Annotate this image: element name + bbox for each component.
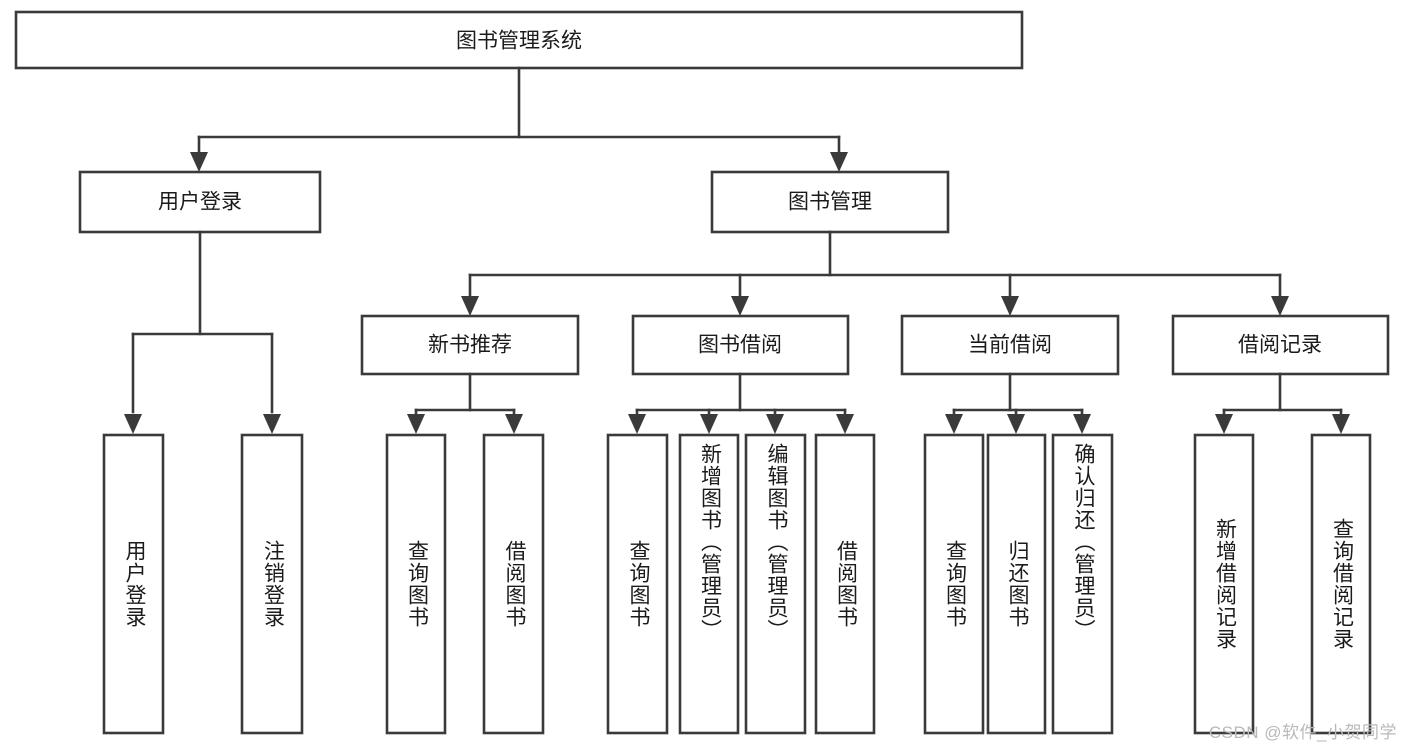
leaf-box-logout-login[interactable]: [240, 433, 304, 735]
node-book-borrow[interactable]: 图书借阅: [631, 314, 850, 376]
csdn-watermark: CSDN @软件_小贺同学: [1208, 723, 1397, 742]
node-user-login[interactable]: 用户登录: [78, 170, 322, 234]
arrow-to-leaf-add-record: [1215, 414, 1233, 434]
leaf-box-return-book[interactable]: [986, 433, 1047, 735]
leaf-box-borrow-book-rec[interactable]: [482, 433, 545, 735]
node-root[interactable]: 图书管理系统: [14, 10, 1024, 70]
root-box: [14, 10, 1024, 70]
book-borrow-label: 图书借阅: [698, 334, 782, 357]
arrow-to-leaf-user-login: [124, 414, 142, 434]
arrow-to-leaf-borrow-book-rec: [505, 414, 523, 434]
arrow-to-new-book-rec: [461, 296, 479, 316]
user-login-label: 用户登录: [158, 191, 242, 214]
root-label: 图书管理系统: [456, 30, 582, 53]
connector-book-manage-to-level3: [461, 230, 1289, 316]
node-book-manage[interactable]: 图书管理: [710, 170, 950, 234]
node-current-borrow[interactable]: 当前借阅: [900, 314, 1120, 376]
leaf-box-query-book-current[interactable]: [923, 433, 985, 735]
arrow-to-leaf-query-book-rec: [407, 414, 425, 434]
connector-user-login-to-leaves: [124, 230, 281, 434]
connector-new-book-rec-to-leaves: [407, 372, 523, 434]
connector-borrow-record-to-leaves: [1215, 372, 1350, 434]
current-borrow-label: 当前借阅: [968, 334, 1052, 357]
arrow-to-leaf-confirm-return: [1073, 414, 1091, 434]
arrow-to-leaf-add-book: [700, 414, 718, 434]
arrow-to-leaf-edit-book: [766, 414, 784, 434]
arrow-to-user-login: [190, 152, 208, 172]
leaf-boxes-group: [102, 433, 1372, 735]
leaf-box-query-book-rec[interactable]: [385, 433, 447, 735]
current-borrow-box: [900, 314, 1120, 376]
connector-book-borrow-to-leaves: [628, 372, 854, 434]
leaf-box-borrow-book[interactable]: [814, 433, 876, 735]
arrow-to-current-borrow: [1001, 296, 1019, 316]
leaf-box-add-record[interactable]: [1193, 433, 1255, 735]
leaf-box-query-book-borrow[interactable]: [606, 433, 669, 735]
new-book-rec-box: [360, 314, 580, 376]
arrow-to-book-manage: [830, 152, 848, 172]
arrow-to-leaf-query-book-borrow: [628, 414, 646, 434]
node-borrow-record[interactable]: 借阅记录: [1171, 314, 1390, 376]
book-manage-label: 图书管理: [788, 191, 872, 214]
borrow-record-label: 借阅记录: [1238, 334, 1322, 357]
arrow-to-leaf-borrow-book: [836, 414, 854, 434]
leaf-box-query-record[interactable]: [1310, 433, 1372, 735]
arrow-to-leaf-logout-login: [263, 414, 281, 434]
leaf-box-add-book[interactable]: [678, 433, 740, 735]
arrow-to-leaf-query-book-current: [945, 414, 963, 434]
connector-root-to-level2: [190, 66, 848, 172]
node-new-book-rec[interactable]: 新书推荐: [360, 314, 580, 376]
arrow-to-leaf-query-record: [1332, 414, 1350, 434]
leaf-box-user-login[interactable]: [102, 433, 165, 735]
arrow-to-leaf-return-book: [1007, 414, 1025, 434]
leaf-box-edit-book[interactable]: [744, 433, 807, 735]
arrow-to-borrow-record: [1271, 296, 1289, 316]
connector-current-borrow-to-leaves: [945, 372, 1091, 434]
arrow-to-book-borrow: [731, 296, 749, 316]
user-login-box: [78, 170, 322, 234]
new-book-rec-label: 新书推荐: [428, 334, 512, 357]
leaf-box-confirm-return[interactable]: [1051, 433, 1114, 735]
